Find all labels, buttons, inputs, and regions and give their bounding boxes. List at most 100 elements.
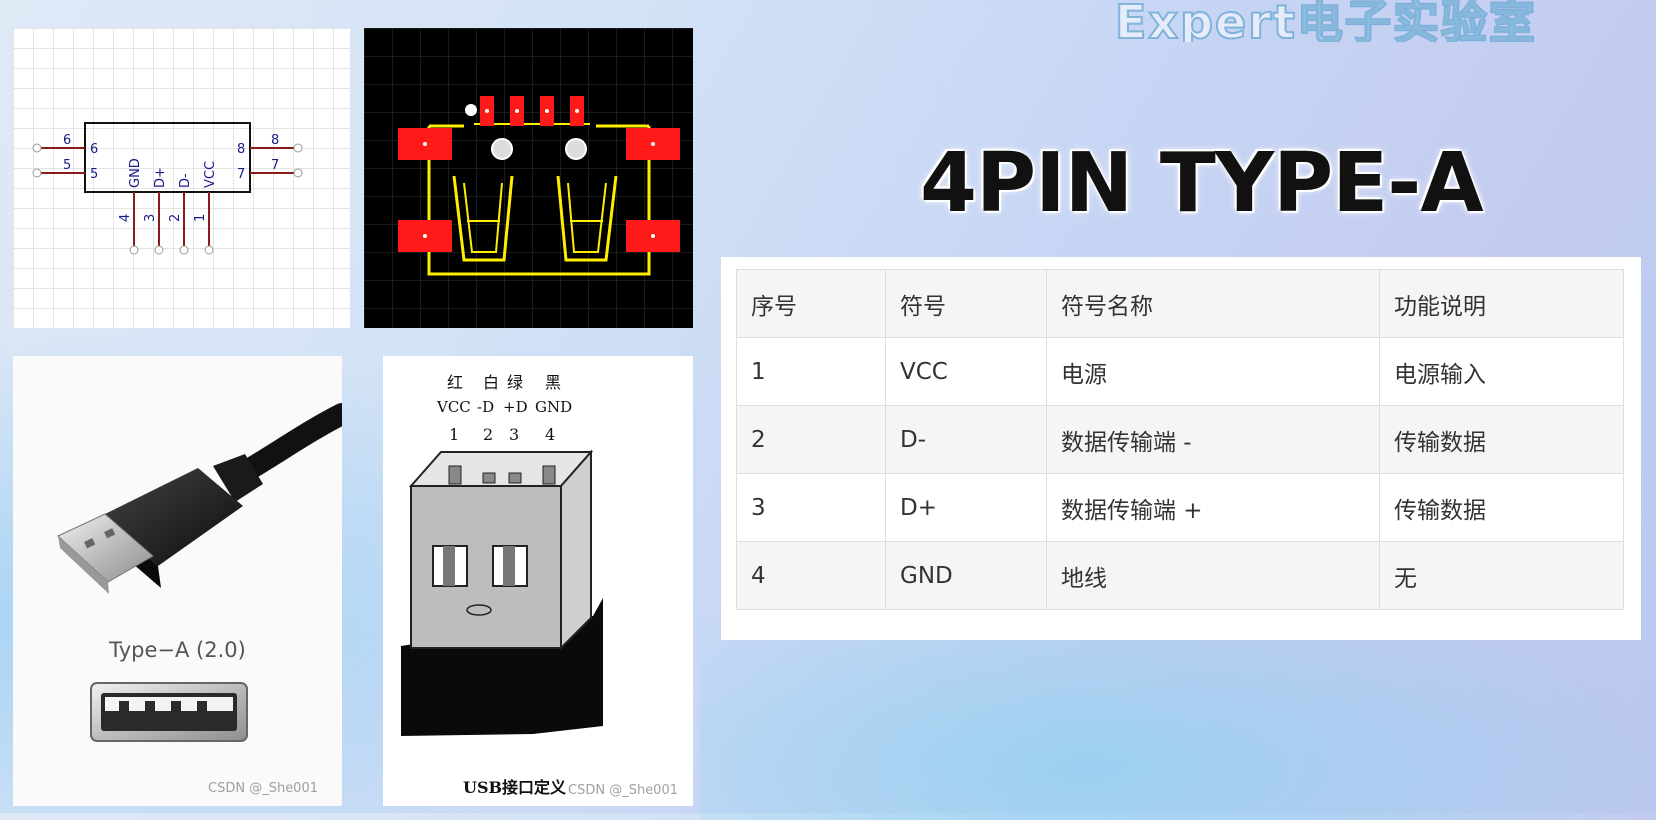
mount-hole-right	[565, 138, 587, 160]
schematic-body	[84, 122, 251, 193]
pin-definition-table: 序号 符号 符号名称 功能说明 1 VCC 电源 电源输入 2 D- 数据传输端…	[736, 269, 1624, 610]
table-row: 1 VCC 电源 电源输入	[736, 337, 1624, 406]
pin-num-4: 4	[545, 425, 555, 444]
pin-end-2	[179, 245, 189, 255]
shell-hole	[104, 528, 116, 539]
plug-window-right-bar	[503, 546, 515, 586]
pad-dot	[575, 109, 579, 113]
table-cell: D+	[885, 473, 1047, 542]
table-row: 4 GND 地线 无	[736, 541, 1624, 610]
pin-number-bottom-3: 3	[143, 214, 158, 222]
usb-contact	[145, 701, 155, 711]
usb-cable-illustration	[57, 403, 342, 742]
usb-interface-caption: USB接口定义	[463, 778, 567, 797]
pad-dot	[515, 109, 519, 113]
pin-number-bottom-4: 4	[118, 214, 133, 222]
table-header-row: 序号 符号 符号名称 功能说明	[736, 269, 1624, 338]
pin-end-7	[293, 168, 303, 178]
table-cell: 1	[736, 337, 886, 406]
signal-label-vcc: VCC	[203, 161, 218, 188]
pad-dot	[423, 234, 427, 238]
header-cell: 符号	[885, 269, 1047, 338]
table-cell: 2	[736, 405, 886, 474]
plug-top-face	[408, 451, 594, 487]
table-cell: VCC	[885, 337, 1047, 406]
table-cell: 电源	[1046, 337, 1380, 406]
pin-table-panel: 序号 符号 符号名称 功能说明 1 VCC 电源 电源输入 2 D- 数据传输端…	[721, 257, 1641, 640]
usb-contact	[171, 701, 181, 711]
wire-color-red: 红	[447, 373, 463, 392]
pin-num-2: 2	[483, 425, 493, 444]
pin-number-bottom-1: 1	[193, 214, 208, 222]
pin-number-outer-5: 5	[63, 158, 71, 173]
shell-hole	[84, 538, 96, 549]
header-cell: 符号名称	[1046, 269, 1380, 338]
pin-number-outer-8: 8	[271, 133, 279, 148]
contact-2	[482, 472, 496, 484]
pcb-footprint	[364, 28, 693, 328]
pin-number-bottom-2: 2	[168, 214, 183, 222]
pin-num-3: 3	[509, 425, 519, 444]
type-a-label: Type−A (2.0)	[109, 638, 246, 662]
signal-label-dplus: D+	[153, 167, 168, 188]
cable-wire	[227, 403, 342, 487]
contact-4	[542, 465, 556, 485]
plug-metal-side	[58, 536, 109, 594]
usb-schematic-symbol: 6 5 8 7 6 5 8 7 GND D+ D- VCC 4 3 2 1	[32, 122, 303, 255]
signal-label-gnd: GND	[128, 158, 143, 188]
pin-end-1	[204, 245, 214, 255]
pcb-footprint-panel	[364, 28, 693, 328]
table-cell: 4	[736, 541, 886, 610]
usb-pinout-panel: 红 白 绿 黑 VCC -D +D GND 1 2 3 4 USB接口定义 CS…	[383, 356, 693, 806]
table-cell: D-	[885, 405, 1047, 474]
pin-end-4	[129, 245, 139, 255]
wire-color-green: 绿	[507, 373, 523, 392]
pin-number-inner-8: 8	[237, 142, 245, 157]
pin-number-inner-5: 5	[90, 167, 98, 182]
usb-contact	[197, 701, 207, 711]
table-cell: 数据传输端 +	[1046, 473, 1380, 542]
csdn-watermark: CSDN @_She001	[208, 781, 318, 796]
pin-num-1: 1	[449, 425, 459, 444]
table-cell: 无	[1379, 541, 1624, 610]
silk-u-left-outer	[452, 175, 514, 262]
signal-dplus: +D	[503, 398, 528, 416]
table-cell: 地线	[1046, 541, 1380, 610]
table-cell: GND	[885, 541, 1047, 610]
usb-pinout-diagram: 红 白 绿 黑 VCC -D +D GND 1 2 3 4	[401, 373, 603, 736]
pin-number-outer-7: 7	[271, 158, 279, 173]
table-cell: 传输数据	[1379, 473, 1624, 542]
signal-gnd: GND	[535, 398, 572, 416]
header-cell: 功能说明	[1379, 269, 1624, 338]
wire-color-white: 白	[483, 373, 499, 392]
usb-cable-panel: Type−A (2.0) CSDN @_She001	[13, 356, 342, 806]
silk-u-right-inner	[567, 182, 607, 253]
pin-number-outer-6: 6	[63, 133, 71, 148]
silk-outline	[427, 126, 651, 276]
pin-end-6	[32, 143, 42, 153]
usb-contact	[119, 701, 129, 711]
plug-side-face	[560, 449, 592, 651]
pad-dot	[423, 142, 427, 146]
pad-dot	[651, 142, 655, 146]
pin-end-3	[154, 245, 164, 255]
table-row: 2 D- 数据传输端 - 传输数据	[736, 405, 1624, 474]
table-cell: 传输数据	[1379, 405, 1624, 474]
contact-3	[508, 472, 522, 484]
silk-u-right-outer	[556, 175, 618, 262]
strain-relief	[213, 454, 263, 502]
signal-label-dminus: D-	[178, 173, 193, 188]
pad-dot	[545, 109, 549, 113]
plug-window-left-bar	[443, 546, 455, 586]
pcb-grid	[364, 28, 693, 328]
pad-dot	[651, 234, 655, 238]
contact-1	[448, 465, 462, 485]
plug-oval-mark	[466, 604, 492, 616]
pin-end-5	[32, 168, 42, 178]
table-cell: 3	[736, 473, 886, 542]
schematic-panel: 6 5 8 7 6 5 8 7 GND D+ D- VCC 4 3 2 1	[13, 28, 350, 328]
header-cell: 序号	[736, 269, 886, 338]
signal-dminus: -D	[477, 398, 494, 416]
silk-u-left-inner	[463, 182, 503, 253]
table-cell: 数据传输端 -	[1046, 405, 1380, 474]
